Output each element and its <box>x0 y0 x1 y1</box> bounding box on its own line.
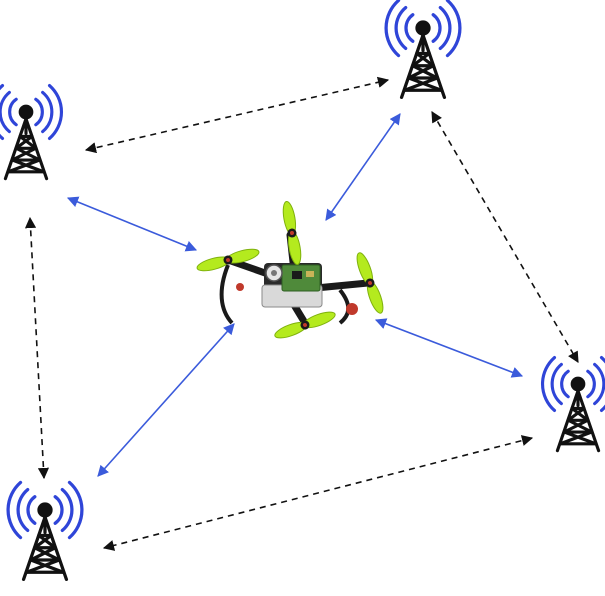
tower-links <box>24 76 579 551</box>
drone-icon <box>195 200 387 342</box>
link-top-right-to-right <box>431 111 579 363</box>
link-drone-to-right <box>374 318 524 378</box>
tower-right-icon <box>540 355 605 453</box>
link-drone-to-bottom-left <box>97 323 235 477</box>
tower-top-right-icon <box>384 0 462 99</box>
link-drone-to-top-right <box>325 113 401 221</box>
link-left-to-top-right <box>84 76 390 154</box>
link-bottom-left-to-left <box>24 216 50 480</box>
link-right-to-bottom-left <box>102 435 534 551</box>
link-drone-to-left <box>66 196 198 252</box>
tower-left-icon <box>0 83 64 181</box>
drone-links <box>66 113 524 477</box>
tower-bottom-left-icon <box>6 480 84 581</box>
